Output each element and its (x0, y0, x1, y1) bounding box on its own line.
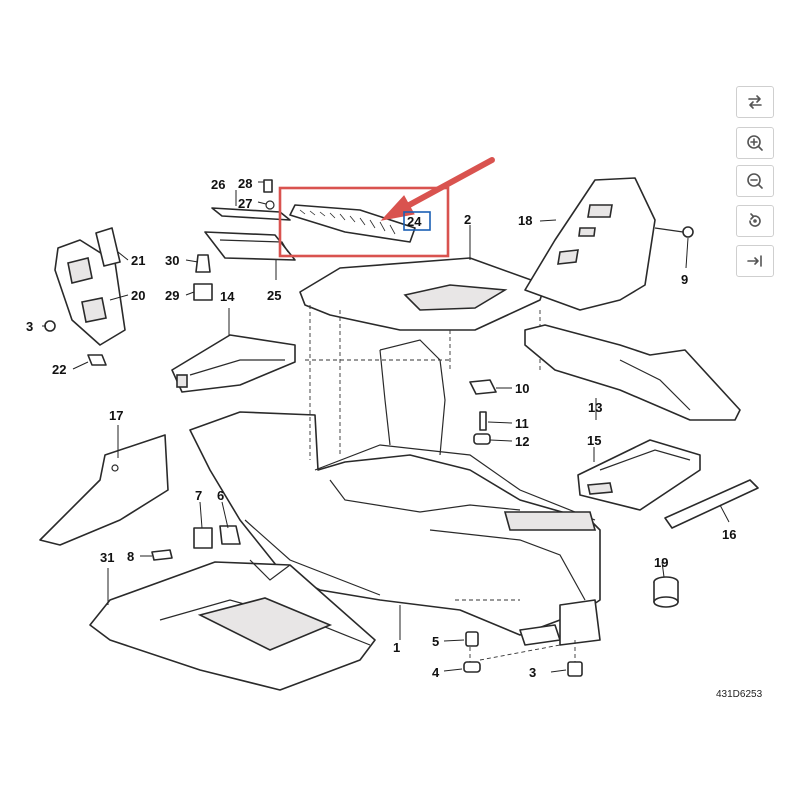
zoom-in-button[interactable] (736, 127, 774, 159)
label-2: 2 (464, 212, 471, 227)
label-27: 27 (238, 196, 252, 211)
label-30: 30 (165, 253, 179, 268)
label-4: 4 (432, 665, 440, 680)
part-labels: 1 2 3 3 4 5 6 7 8 9 10 11 12 13 14 15 16… (26, 176, 763, 700)
label-10: 10 (515, 381, 529, 396)
ashtray-unit (171, 334, 296, 393)
label-6: 6 (217, 488, 224, 503)
trim-strip (524, 324, 741, 421)
swap-icon (748, 95, 762, 109)
side-trim-left (39, 434, 169, 546)
label-16: 16 (722, 527, 736, 542)
label-25: 25 (267, 288, 281, 303)
label-17: 17 (109, 408, 123, 423)
label-31: 31 (100, 550, 114, 565)
highlight-group (278, 157, 495, 258)
console-lid (299, 257, 546, 331)
label-19: 19 (654, 555, 668, 570)
side-holder (54, 227, 126, 346)
fit-button[interactable] (736, 245, 774, 277)
bracket (577, 439, 701, 511)
pad-plates (204, 183, 296, 261)
swap-button[interactable] (736, 86, 774, 118)
label-13: 13 (588, 400, 602, 415)
label-3-bottom: 3 (529, 665, 536, 680)
drawing-code: 431D6253 (716, 689, 763, 700)
hardware-items (44, 179, 694, 677)
label-8: 8 (127, 549, 134, 564)
label-26: 26 (211, 177, 225, 192)
label-7: 7 (195, 488, 202, 503)
zoom-out-button[interactable] (736, 165, 774, 197)
label-24: 24 (407, 214, 422, 229)
leader-lines (42, 181, 730, 673)
center-console-body (189, 339, 601, 646)
label-12: 12 (515, 434, 529, 449)
label-1: 1 (393, 640, 400, 655)
rotate-button[interactable] (736, 205, 774, 237)
rotate-icon (749, 213, 761, 227)
label-22: 22 (52, 362, 66, 377)
label-29: 29 (165, 288, 179, 303)
label-5: 5 (432, 634, 439, 649)
label-28: 28 (238, 176, 252, 191)
label-15: 15 (587, 433, 601, 448)
label-20: 20 (131, 288, 145, 303)
fit-icon (747, 255, 762, 267)
label-21: 21 (131, 253, 145, 268)
label-14: 14 (220, 289, 235, 304)
zoom-in-icon (747, 135, 763, 151)
label-9: 9 (681, 272, 688, 287)
assembly-lines (305, 305, 576, 665)
zoom-out-icon (747, 173, 763, 189)
side-panel-right (524, 177, 656, 311)
label-18: 18 (518, 213, 532, 228)
shift-trim-panel (89, 559, 376, 691)
label-3-left: 3 (26, 319, 33, 334)
trim-bar (664, 479, 759, 529)
label-11: 11 (515, 416, 529, 431)
